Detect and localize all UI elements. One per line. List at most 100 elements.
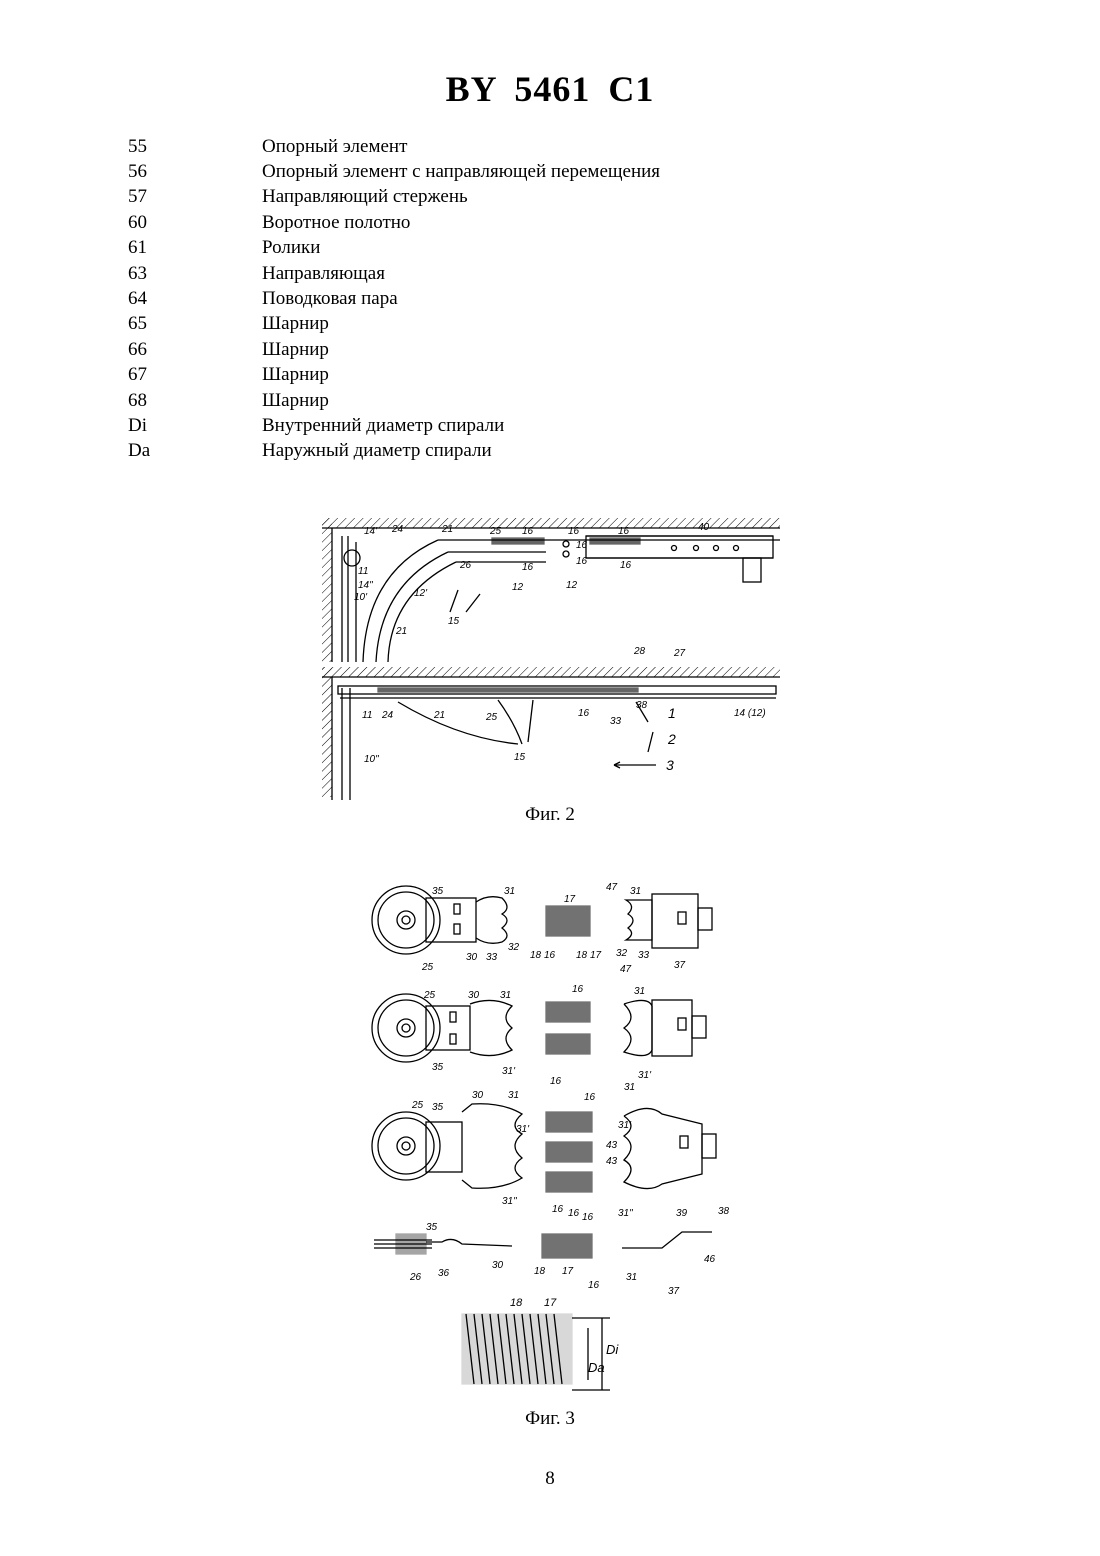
fig2-label: 28 <box>633 646 646 657</box>
fig3-label: 16 <box>584 1092 596 1103</box>
fig3-label: 35 <box>432 1102 444 1113</box>
legend-row: 63Направляющая <box>128 261 928 286</box>
reference-legend: 55Опорный элемент 56Опорный элемент с на… <box>128 134 928 464</box>
legend-number: Di <box>128 415 262 437</box>
fig3-label: 43 <box>606 1156 618 1167</box>
legend-number: 65 <box>128 313 262 335</box>
fig2-label: 1 <box>668 705 676 721</box>
fig2-label: 15 <box>514 752 526 763</box>
fig3-label: 18 <box>576 950 588 961</box>
fig3-label: 36 <box>438 1268 450 1279</box>
fig3-label: 17 <box>562 1266 574 1277</box>
legend-description: Ролики <box>262 237 928 259</box>
fig3-label: 16 <box>572 984 584 995</box>
fig3-label: 37 <box>668 1286 680 1297</box>
legend-description: Шарнир <box>262 313 928 335</box>
fig3-label: 18 <box>534 1266 546 1277</box>
fig3-label: 30 <box>472 1090 484 1101</box>
fig2-label: 21 <box>395 626 407 637</box>
fig3-label: 43 <box>606 1140 618 1151</box>
fig3-label: 31' <box>516 1124 530 1135</box>
fig3-label: 16 <box>588 1280 600 1291</box>
legend-number: 55 <box>128 136 262 158</box>
fig3-label: 32 <box>508 942 520 953</box>
fig2-label: 16 <box>568 526 580 537</box>
fig3-label: 18 <box>510 1297 523 1309</box>
fig2-label: 16 <box>618 526 630 537</box>
fig2-label: 10' <box>354 592 368 603</box>
legend-description: Опорный элемент <box>262 136 928 158</box>
fig3-label: 38 <box>718 1206 730 1217</box>
figure-2-drawing: 14' 24 21 25 16 16 16 16 16 16 40 11 14"… <box>318 512 784 804</box>
legend-description: Направляющий стержень <box>262 186 928 208</box>
fig3-label: 25 <box>411 1100 424 1111</box>
fig3-label: 31 <box>626 1272 637 1283</box>
legend-number: 56 <box>128 161 262 183</box>
fig3-label: 17 <box>544 1297 557 1309</box>
legend-number: 68 <box>128 390 262 412</box>
lower-ceiling-hatch <box>322 667 780 677</box>
legend-row: 67Шарнир <box>128 363 928 388</box>
fig3-label: 16 <box>568 1208 580 1219</box>
legend-description: Воротное полотно <box>262 212 928 234</box>
fig3-label: 18 <box>530 950 542 961</box>
document-number: BY 5461 C1 <box>0 68 1100 110</box>
fig3-label: 31 <box>504 886 515 897</box>
fig2-label: 12 <box>512 582 524 593</box>
fig3-label: 31' <box>638 1070 652 1081</box>
legend-number: 63 <box>128 263 262 285</box>
fig3-label: 25 <box>423 990 436 1001</box>
legend-description: Шарнир <box>262 364 928 386</box>
fig2-label: 10" <box>364 754 379 765</box>
fig3-label: 33 <box>638 950 650 961</box>
legend-description: Внутренний диаметр спирали <box>262 415 928 437</box>
legend-description: Поводковая пара <box>262 288 928 310</box>
ceiling-hatch <box>322 518 780 528</box>
fig3-label: 30 <box>466 952 478 963</box>
fig2-label: 27 <box>673 648 686 659</box>
legend-description: Наружный диаметр спирали <box>262 440 928 462</box>
fig3-label: 16 <box>552 1204 564 1215</box>
fig3-label: 16 <box>550 1076 562 1087</box>
legend-description: Направляющая <box>262 263 928 285</box>
fig3-label: 37 <box>674 960 686 971</box>
legend-number: 66 <box>128 339 262 361</box>
fig3-label: 30 <box>468 990 480 1001</box>
legend-number: 64 <box>128 288 262 310</box>
fig2-label: 26 <box>459 560 472 571</box>
fig3-label: 35 <box>426 1222 438 1233</box>
legend-description: Шарнир <box>262 339 928 361</box>
legend-row: 61Ролики <box>128 236 928 261</box>
fig2-label: 21 <box>433 710 445 721</box>
lower-wall-hatch <box>322 667 332 797</box>
fig3-label: 39 <box>676 1208 688 1219</box>
fig2-label: 24 <box>391 524 404 535</box>
fig2-label: 38 <box>636 700 648 711</box>
fig2-label: 16 <box>620 560 632 571</box>
fig2-label: 25 <box>489 526 502 537</box>
fig3-label: 16 <box>544 950 556 961</box>
fig3-label: Di <box>606 1342 619 1357</box>
figure-3-drawing: 35 31 25 30 33 32 17 18 16 18 17 47 31 3… <box>362 878 738 1406</box>
fig3-label: 31 <box>624 1082 635 1093</box>
fig3-label: 30 <box>492 1260 504 1271</box>
fig3-label: 31' <box>618 1120 632 1131</box>
figure-2-caption: Фиг. 2 <box>0 804 1100 826</box>
fig2-label: 33 <box>610 716 622 727</box>
fig3-label: 17 <box>564 894 576 905</box>
fig3-label: 33 <box>486 952 498 963</box>
fig3-label: 26 <box>409 1272 422 1283</box>
fig3-label: 31 <box>634 986 645 997</box>
fig2-label: 25 <box>485 712 498 723</box>
legend-number: Da <box>128 440 262 462</box>
fig2-label: 24 <box>381 710 394 721</box>
fig2-label: 16 <box>576 556 588 567</box>
fig2-label: 14' <box>364 526 378 537</box>
legend-row: 66Шарнир <box>128 337 928 362</box>
figure-3-caption: Фиг. 3 <box>0 1408 1100 1430</box>
legend-row: 64Поводковая пара <box>128 286 928 311</box>
fig3-label: 46 <box>704 1254 716 1265</box>
fig3-label: 47 <box>606 882 618 893</box>
legend-row: DiВнутренний диаметр спирали <box>128 413 928 438</box>
legend-number: 61 <box>128 237 262 259</box>
